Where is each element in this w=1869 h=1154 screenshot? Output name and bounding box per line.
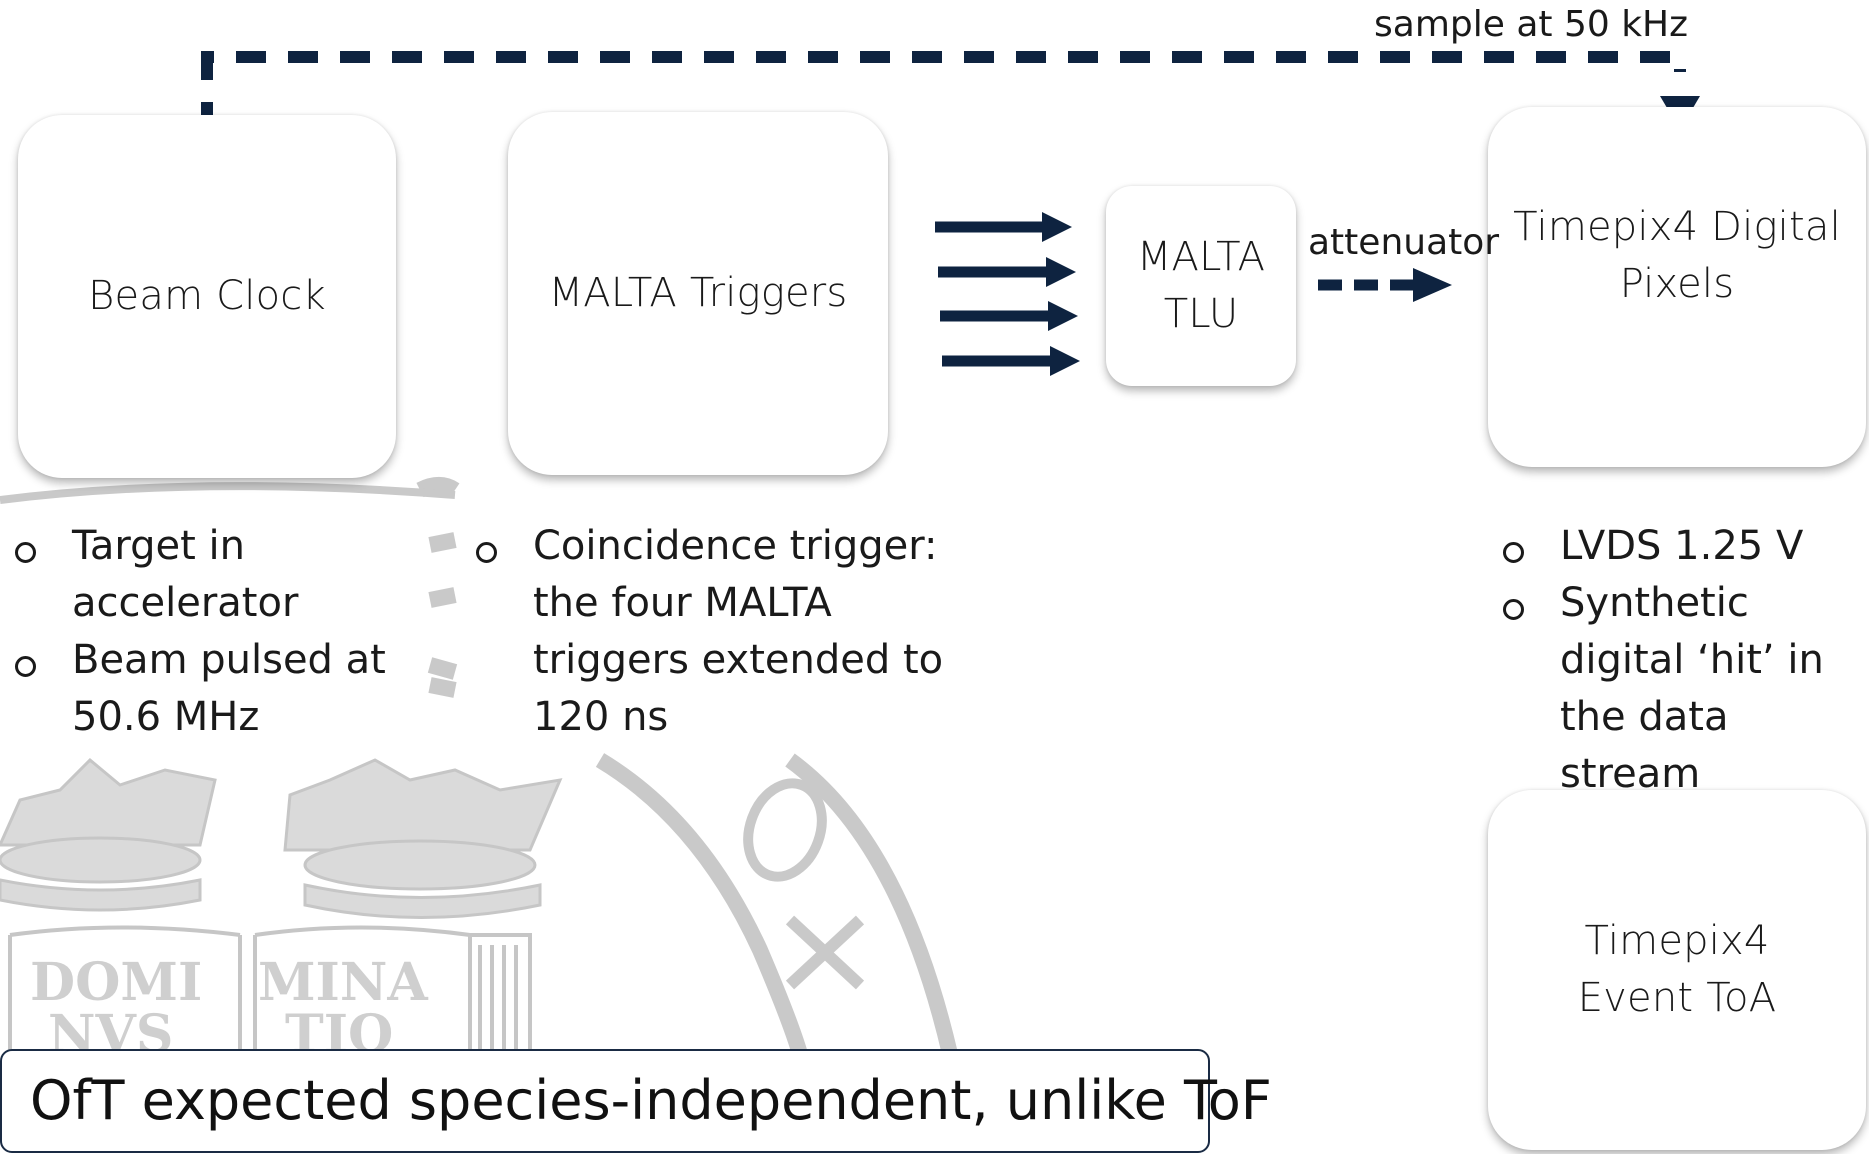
timepix4-digital-box: Timepix4 Digital Pixels	[1488, 107, 1866, 467]
timepix4-event-label: Timepix4 Event ToA	[1577, 918, 1777, 1021]
list-item: Coincidence trigger: the four MALTA trig…	[475, 518, 945, 746]
svg-text:MINA: MINA	[258, 952, 428, 1013]
attenuator-label: attenuator	[1308, 222, 1500, 263]
timepix4-event-box: Timepix4 Event ToA	[1488, 790, 1866, 1150]
callout-box: OfT expected species-independent, unlike…	[0, 1049, 1272, 1153]
malta-tlu-box: MALTA TLU	[1106, 186, 1296, 386]
list-item: Beam pulsed at 50.6 MHz	[14, 632, 394, 746]
beam-clock-notes: Target in accelerator Beam pulsed at 50.…	[14, 518, 394, 746]
sample-clock-arrow	[201, 51, 1686, 132]
malta-triggers-notes: Coincidence trigger: the four MALTA trig…	[475, 518, 945, 746]
list-item: Target in accelerator	[14, 518, 394, 632]
malta-tlu-label: MALTA TLU	[1136, 234, 1266, 337]
beam-clock-box: Beam Clock	[18, 115, 396, 478]
timepix4-digital-notes: LVDS 1.25 V Synthetic digital ‘hit’ in t…	[1502, 518, 1869, 803]
beam-clock-label: Beam Clock	[88, 273, 326, 320]
sample-rate-label: sample at 50 kHz	[1374, 4, 1689, 45]
list-item: LVDS 1.25 V	[1502, 518, 1869, 575]
malta-triggers-box: MALTA Triggers	[508, 112, 888, 475]
timepix4-digital-label: Timepix4 Digital Pixels	[1513, 204, 1841, 307]
malta-triggers-label: MALTA Triggers	[548, 270, 848, 317]
svg-text:DOMI: DOMI	[30, 952, 202, 1013]
list-item: Synthetic digital ‘hit’ in the data stre…	[1502, 575, 1869, 803]
